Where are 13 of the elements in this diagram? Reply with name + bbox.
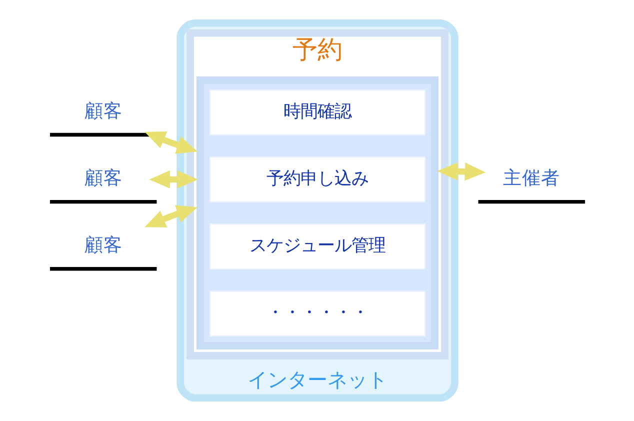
- node-box: ・・・・・・: [209, 290, 425, 336]
- arrow: [436, 162, 486, 181]
- node-box: 予約申し込み: [209, 156, 425, 202]
- node-box: スケジュール管理: [209, 224, 425, 270]
- node-text: 顧客: [84, 100, 122, 122]
- node-text: 主催者: [502, 168, 560, 189]
- cluster: [196, 76, 438, 350]
- arrow: [144, 205, 198, 228]
- node-box: 時間確認: [209, 89, 425, 136]
- arrow: [148, 170, 198, 189]
- node-text: 顧客: [84, 234, 122, 256]
- node-text: 顧客: [84, 168, 122, 189]
- arrow: [144, 131, 198, 154]
